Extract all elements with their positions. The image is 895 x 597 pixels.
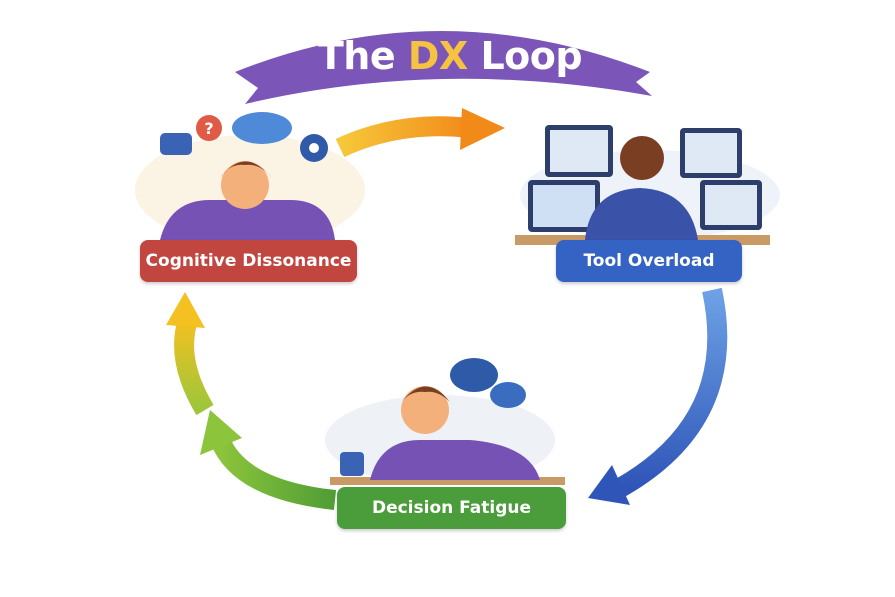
arrow-orange — [335, 108, 505, 158]
stage-label-cognitive-dissonance: Cognitive Dissonance — [140, 240, 357, 282]
arrow-blue — [588, 287, 728, 505]
arrow-green — [200, 410, 337, 510]
title-banner — [235, 31, 652, 104]
coffee-mug-icon — [340, 452, 364, 476]
speech-bubble-icon — [450, 358, 498, 392]
page-title: The DX Loop — [317, 34, 583, 78]
stressed-person-illustration: ? — [135, 112, 365, 245]
svg-text:?: ? — [204, 119, 213, 138]
stage-label-tool-overload: Tool Overload — [556, 240, 742, 282]
arrow-yellow — [166, 292, 214, 416]
stage-label-decision-fatigue: Decision Fatigue — [337, 487, 566, 529]
question-icon — [196, 115, 222, 141]
thought-cloud-icon — [232, 112, 292, 144]
tired-person-illustration — [325, 358, 565, 485]
monitors-person-illustration — [515, 125, 780, 245]
speech-bubble-icon — [490, 382, 526, 408]
chat-bubble-icon — [160, 133, 192, 155]
